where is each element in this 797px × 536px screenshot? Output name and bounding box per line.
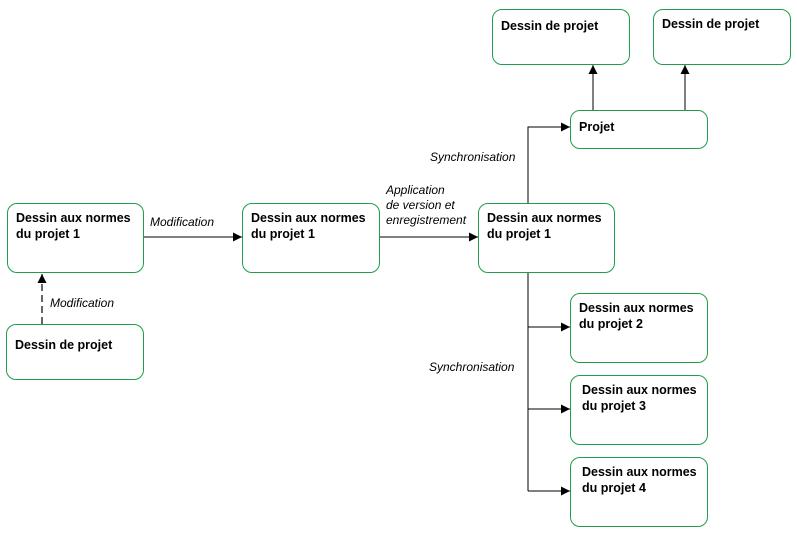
node-standard-drawing-2[interactable]: Dessin aux normes du projet 2 [570,293,708,363]
node-top-right-project-drawing[interactable]: Dessin de projet [653,9,791,65]
node-standard-drawing-3[interactable]: Dessin aux normes du projet 3 [570,375,708,445]
label-sync-top: Synchronisation [430,150,516,164]
node-standard-drawing-4[interactable]: Dessin aux normes du projet 4 [570,457,708,527]
label-sync-bottom: Synchronisation [429,360,515,374]
edge-sync-top [527,122,570,203]
node-middle-standard-drawing[interactable]: Dessin aux normes du projet 1 [242,203,380,273]
node-local-standard-drawing[interactable]: Dessin aux normes du projet 1 [7,203,144,273]
node-projet[interactable]: Projet [570,110,708,149]
node-local-project-drawing[interactable]: Dessin de projet [6,324,144,380]
node-top-left-project-drawing[interactable]: Dessin de projet [492,9,630,65]
node-center-standard-drawing[interactable]: Dessin aux normes du projet 1 [478,203,615,273]
label-modification-right: Modification [150,215,215,229]
label-modification-up: Modification [50,296,115,310]
label-application: Application de version et enregistrement [386,183,467,227]
